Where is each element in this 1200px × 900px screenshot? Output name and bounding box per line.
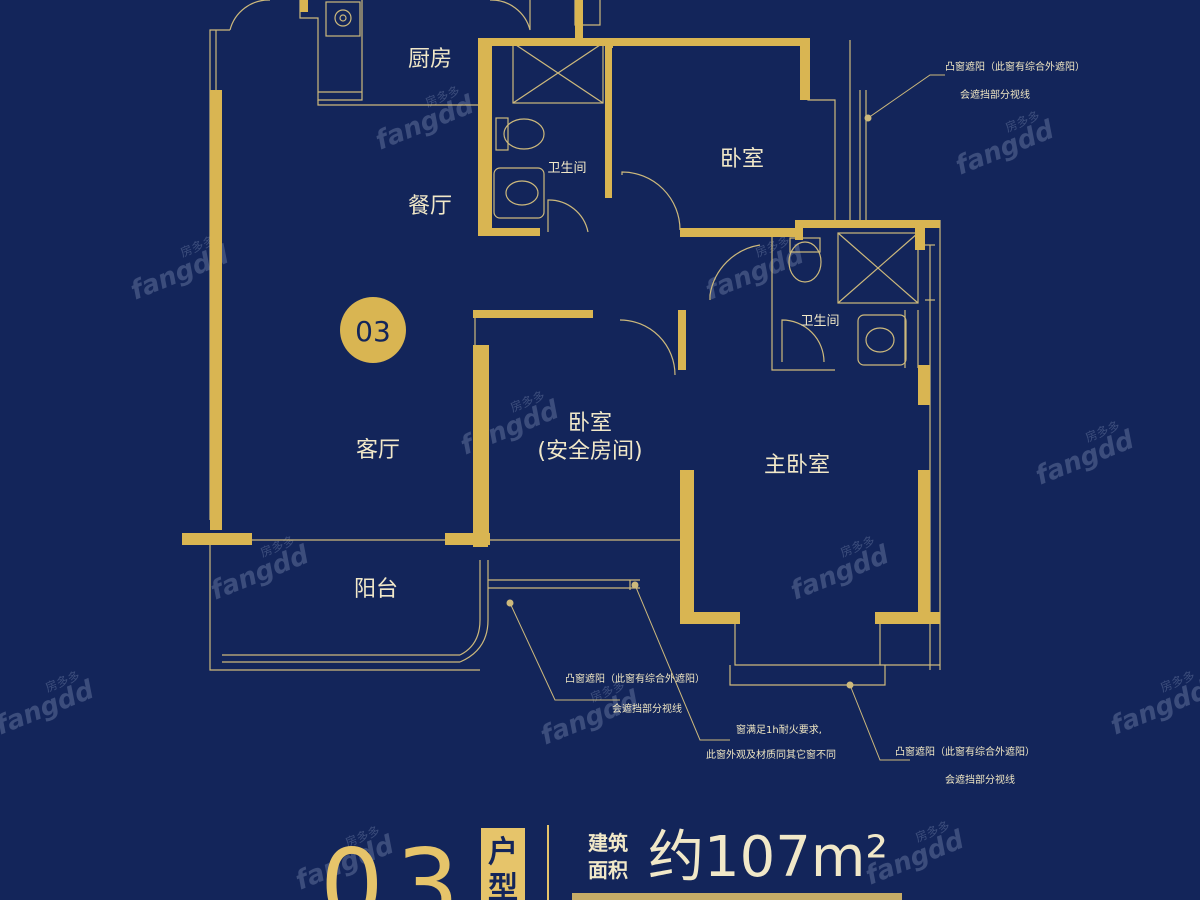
footer-subtitle-bar — [572, 893, 902, 900]
note4-line2: 会遮挡部分视线 — [945, 773, 1015, 786]
door-swing — [490, 0, 531, 31]
toilet-icon — [503, 118, 545, 150]
note3-line2: 此窗外观及材质同其它窗不同 — [706, 748, 836, 761]
bath2-label: 卫生间 — [800, 314, 839, 329]
footer-title: 03 户 型 建筑 面积 约107m² — [320, 825, 902, 900]
area-label-2: 面积 — [588, 858, 628, 882]
door-swing — [547, 199, 589, 233]
toilet-tank — [495, 117, 509, 151]
living-room-label: 客厅 — [356, 438, 400, 463]
note1-line1: 凸窗遮阳（此窗有综合外遮阳） — [945, 60, 1085, 73]
leader-lines — [506, 74, 945, 761]
unit-code-large: 03 — [320, 827, 471, 900]
stove-outline — [325, 1, 361, 37]
bath1-label: 卫生间 — [547, 161, 586, 176]
unit-badge-circle — [340, 297, 406, 363]
balcony-label: 阳台 — [354, 577, 398, 602]
walls — [182, 0, 940, 624]
room-labels: 厨房 餐厅 卫生间 卧室 客厅 卧室 (安全房间) 卫生间 主卧室 阳台 — [354, 47, 840, 602]
dining-label: 餐厅 — [408, 194, 452, 219]
sink-outline — [857, 314, 907, 366]
kitchen-label: 厨房 — [408, 47, 452, 72]
master-bedroom-label: 主卧室 — [764, 453, 830, 478]
huxing-box — [481, 828, 525, 900]
annotations: 凸窗遮阳（此窗有综合外遮阳） 会遮挡部分视线 凸窗遮阳（此窗有综合外遮阳） 会遮… — [565, 60, 1085, 786]
door-swing — [621, 171, 681, 231]
door-swing — [781, 319, 825, 363]
toilet-icon — [788, 241, 822, 283]
watermark-layer: fangdd 房多多 fangdd 房多多 fangdd 房多多 fangdd … — [0, 83, 1200, 897]
stove-icon — [334, 9, 352, 27]
note4-line1: 凸窗遮阳（此窗有综合外遮阳） — [895, 745, 1035, 758]
sink-icon — [505, 180, 539, 206]
bedroom2-label: 卧室 — [568, 411, 612, 436]
bedroom2-sublabel: (安全房间) — [537, 439, 642, 464]
bedroom1-label: 卧室 — [720, 147, 764, 172]
huxing-char1: 户 — [488, 835, 518, 870]
door-swing — [229, 0, 270, 31]
door-swing — [619, 319, 676, 376]
huxing-char2: 型 — [488, 871, 518, 900]
stove-icon-inner — [339, 14, 347, 22]
sink-outline — [493, 167, 545, 219]
area-value: 约107m² — [648, 825, 888, 890]
unit-badge: 03 — [340, 297, 406, 363]
door-swing — [709, 244, 761, 300]
note3-line1: 窗满足1h耐火要求, — [736, 723, 822, 736]
area-label-1: 建筑 — [588, 831, 628, 855]
note1-line2: 会遮挡部分视线 — [960, 88, 1030, 101]
sink-icon — [865, 327, 895, 353]
note2-line1: 凸窗遮阳（此窗有综合外遮阳） — [565, 672, 705, 685]
unit-badge-text: 03 — [355, 315, 391, 348]
note2-line2: 会遮挡部分视线 — [612, 702, 682, 715]
toilet-tank — [789, 237, 821, 253]
shower-box — [837, 232, 919, 304]
